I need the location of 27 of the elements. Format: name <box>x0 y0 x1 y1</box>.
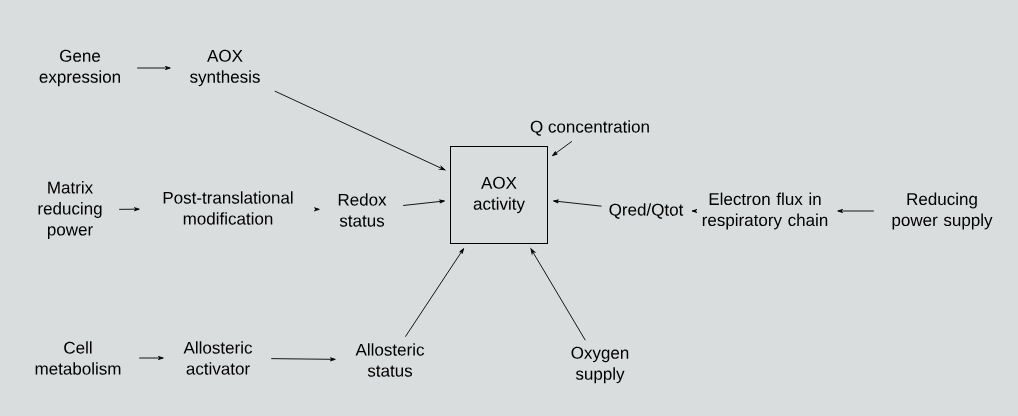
arrow <box>314 207 320 212</box>
node-label: AOX synthesis <box>190 49 260 87</box>
process-box: AOX activity <box>450 146 548 244</box>
arrow <box>270 357 336 362</box>
node-label: Cell metabolism <box>35 341 121 375</box>
arrow <box>274 90 446 171</box>
arrow <box>138 356 164 360</box>
node-label: Electron flux in respiratory chain <box>702 192 828 230</box>
node-label: Qred/Qtot <box>609 203 684 219</box>
arrow <box>553 199 602 207</box>
arrow <box>691 209 698 213</box>
node-label: Gene expression <box>39 49 120 87</box>
arrow <box>136 66 171 70</box>
arrow <box>530 248 586 341</box>
node-label: Allosteric activator <box>183 341 252 375</box>
node-label: Reducing power supply <box>892 192 993 230</box>
arrow <box>404 248 465 338</box>
node-label: Oxygen supply <box>571 346 629 384</box>
node-label: Redox status <box>338 193 387 227</box>
arrow <box>837 209 875 213</box>
node-label: Allosteric status <box>355 343 424 377</box>
arrow <box>552 140 573 157</box>
node-label: Post-translational modification <box>163 191 293 225</box>
node-label: Q concentration <box>530 120 649 136</box>
arrow <box>402 199 445 206</box>
arrow <box>118 207 140 212</box>
node-label: Matrix reducing power <box>38 181 102 239</box>
